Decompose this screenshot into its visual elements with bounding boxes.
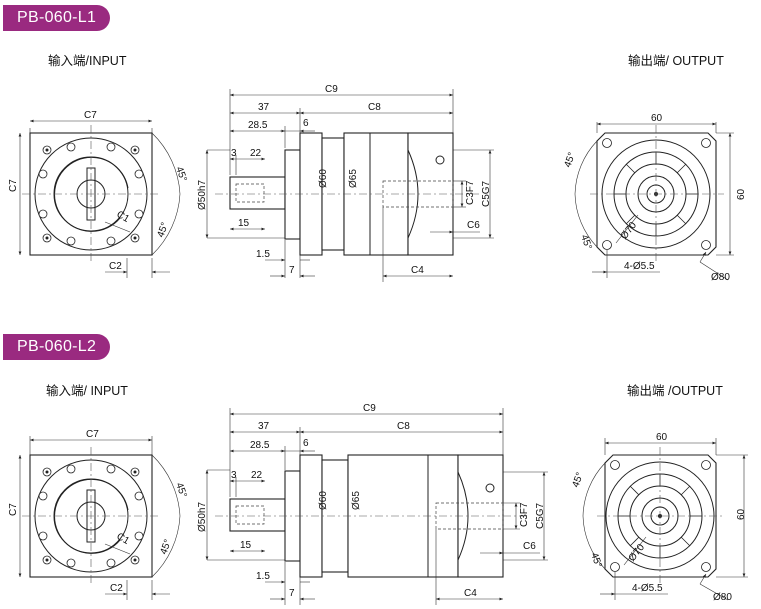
input-angle-b-label: 45° (155, 221, 171, 239)
side-7-label-l2: 7 (289, 588, 295, 599)
side-c4-label: C4 (411, 265, 424, 276)
side-c6-label-l2: C6 (523, 541, 536, 552)
side-28-5-label-l2: 28.5 (250, 440, 270, 451)
set-l2: C7 C7 45° 45° C1 (8, 403, 748, 605)
side-c8-label: C8 (368, 102, 381, 113)
input-caption-l2: 输入端/ INPUT (46, 384, 128, 398)
output-view-l2: 60 60 4 (570, 432, 748, 603)
side-bore-label-l2: Ø60 (318, 491, 329, 510)
side-15-label: 15 (238, 218, 250, 229)
input-view-l2: C7 C7 45° 45° C1 (8, 429, 189, 600)
side-1-5-label: 1.5 (256, 249, 270, 260)
output-80-label-l2: Ø80 (713, 592, 732, 603)
output-angle-a-label: 45° (562, 151, 578, 169)
side-6-label: 6 (303, 118, 309, 129)
input-angle-b-label-l2: 45° (158, 538, 174, 556)
side-body-dia-label: Ø65 (348, 169, 359, 188)
output-view-l1: 60 60 4 (562, 113, 747, 283)
input-angle-a-label: 45° (173, 165, 189, 183)
side-shaft-dia-label: Ø50h7 (197, 180, 208, 210)
output-angle-a-label-l2: 45° (570, 471, 586, 489)
output-holes-label: 4-Ø5.5 (624, 261, 655, 272)
side-1-5-label-l2: 1.5 (256, 571, 270, 582)
input-angle-a-label-l2: 45° (173, 481, 189, 499)
output-angle-b-label-l2: 45° (588, 551, 604, 569)
output-60-top-label-l2: 60 (656, 432, 668, 443)
output-caption-l2: 输出端 /OUTPUT (627, 384, 723, 398)
side-37-label-l2: 37 (258, 421, 270, 432)
model-title-l1: PB-060-L1 (3, 5, 111, 31)
side-c9-label: C9 (325, 84, 338, 95)
side-c3-label: C3F7 (465, 180, 476, 205)
output-60-top-label: 60 (651, 113, 663, 124)
input-c7-top-label: C7 (84, 110, 97, 121)
side-shaft-dia-label-l2: Ø50h7 (197, 502, 208, 532)
side-c8-label-l2: C8 (397, 421, 410, 432)
output-caption-l1: 输出端/ OUTPUT (628, 54, 724, 68)
side-c5-label: C5G7 (481, 180, 492, 207)
model-title-l2: PB-060-L2 (3, 334, 111, 360)
output-60-side-label: 60 (736, 188, 747, 200)
side-c6-label: C6 (467, 220, 480, 231)
input-c2-label: C2 (109, 261, 122, 272)
side-c3-label-l2: C3F7 (519, 502, 530, 527)
input-view-l1: C7 C7 45° 45° (8, 110, 189, 278)
input-c7-side-label-l2: C7 (8, 503, 19, 516)
side-6-label-l2: 6 (303, 438, 309, 449)
input-c7-top-label-l2: C7 (86, 429, 99, 440)
side-37-label: 37 (258, 102, 270, 113)
output-60-side-label-l2: 60 (736, 508, 747, 520)
side-28-5-label: 28.5 (248, 120, 268, 131)
side-c4-label-l2: C4 (464, 588, 477, 599)
set-l1: C7 C7 45° 45° (8, 84, 747, 283)
side-view-l2: C9 37 C8 28.5 6 3 22 Ø50h7 15 (197, 403, 548, 605)
input-c2-label-l2: C2 (110, 583, 123, 594)
output-80-label: Ø80 (711, 272, 730, 283)
side-7-label: 7 (289, 265, 295, 276)
side-22-label: 22 (250, 148, 262, 159)
output-angle-b-label: 45° (578, 233, 594, 251)
side-c9-label-l2: C9 (363, 403, 376, 414)
side-body-dia-label-l2: Ø65 (351, 491, 362, 510)
side-15-label-l2: 15 (240, 540, 252, 551)
side-22-label-l2: 22 (251, 470, 263, 481)
side-view-l1: C9 37 C8 28.5 6 3 22 Ø50h7 15 (197, 84, 494, 282)
side-3-label-l2: 3 (231, 470, 237, 481)
side-c5-label-l2: C5G7 (535, 502, 546, 529)
side-bore-label: Ø60 (318, 169, 329, 188)
input-caption-l1: 输入端/INPUT (48, 54, 127, 68)
output-holes-label-l2: 4-Ø5.5 (632, 583, 663, 594)
side-3-label: 3 (231, 148, 237, 159)
input-c7-side-label: C7 (8, 179, 19, 192)
